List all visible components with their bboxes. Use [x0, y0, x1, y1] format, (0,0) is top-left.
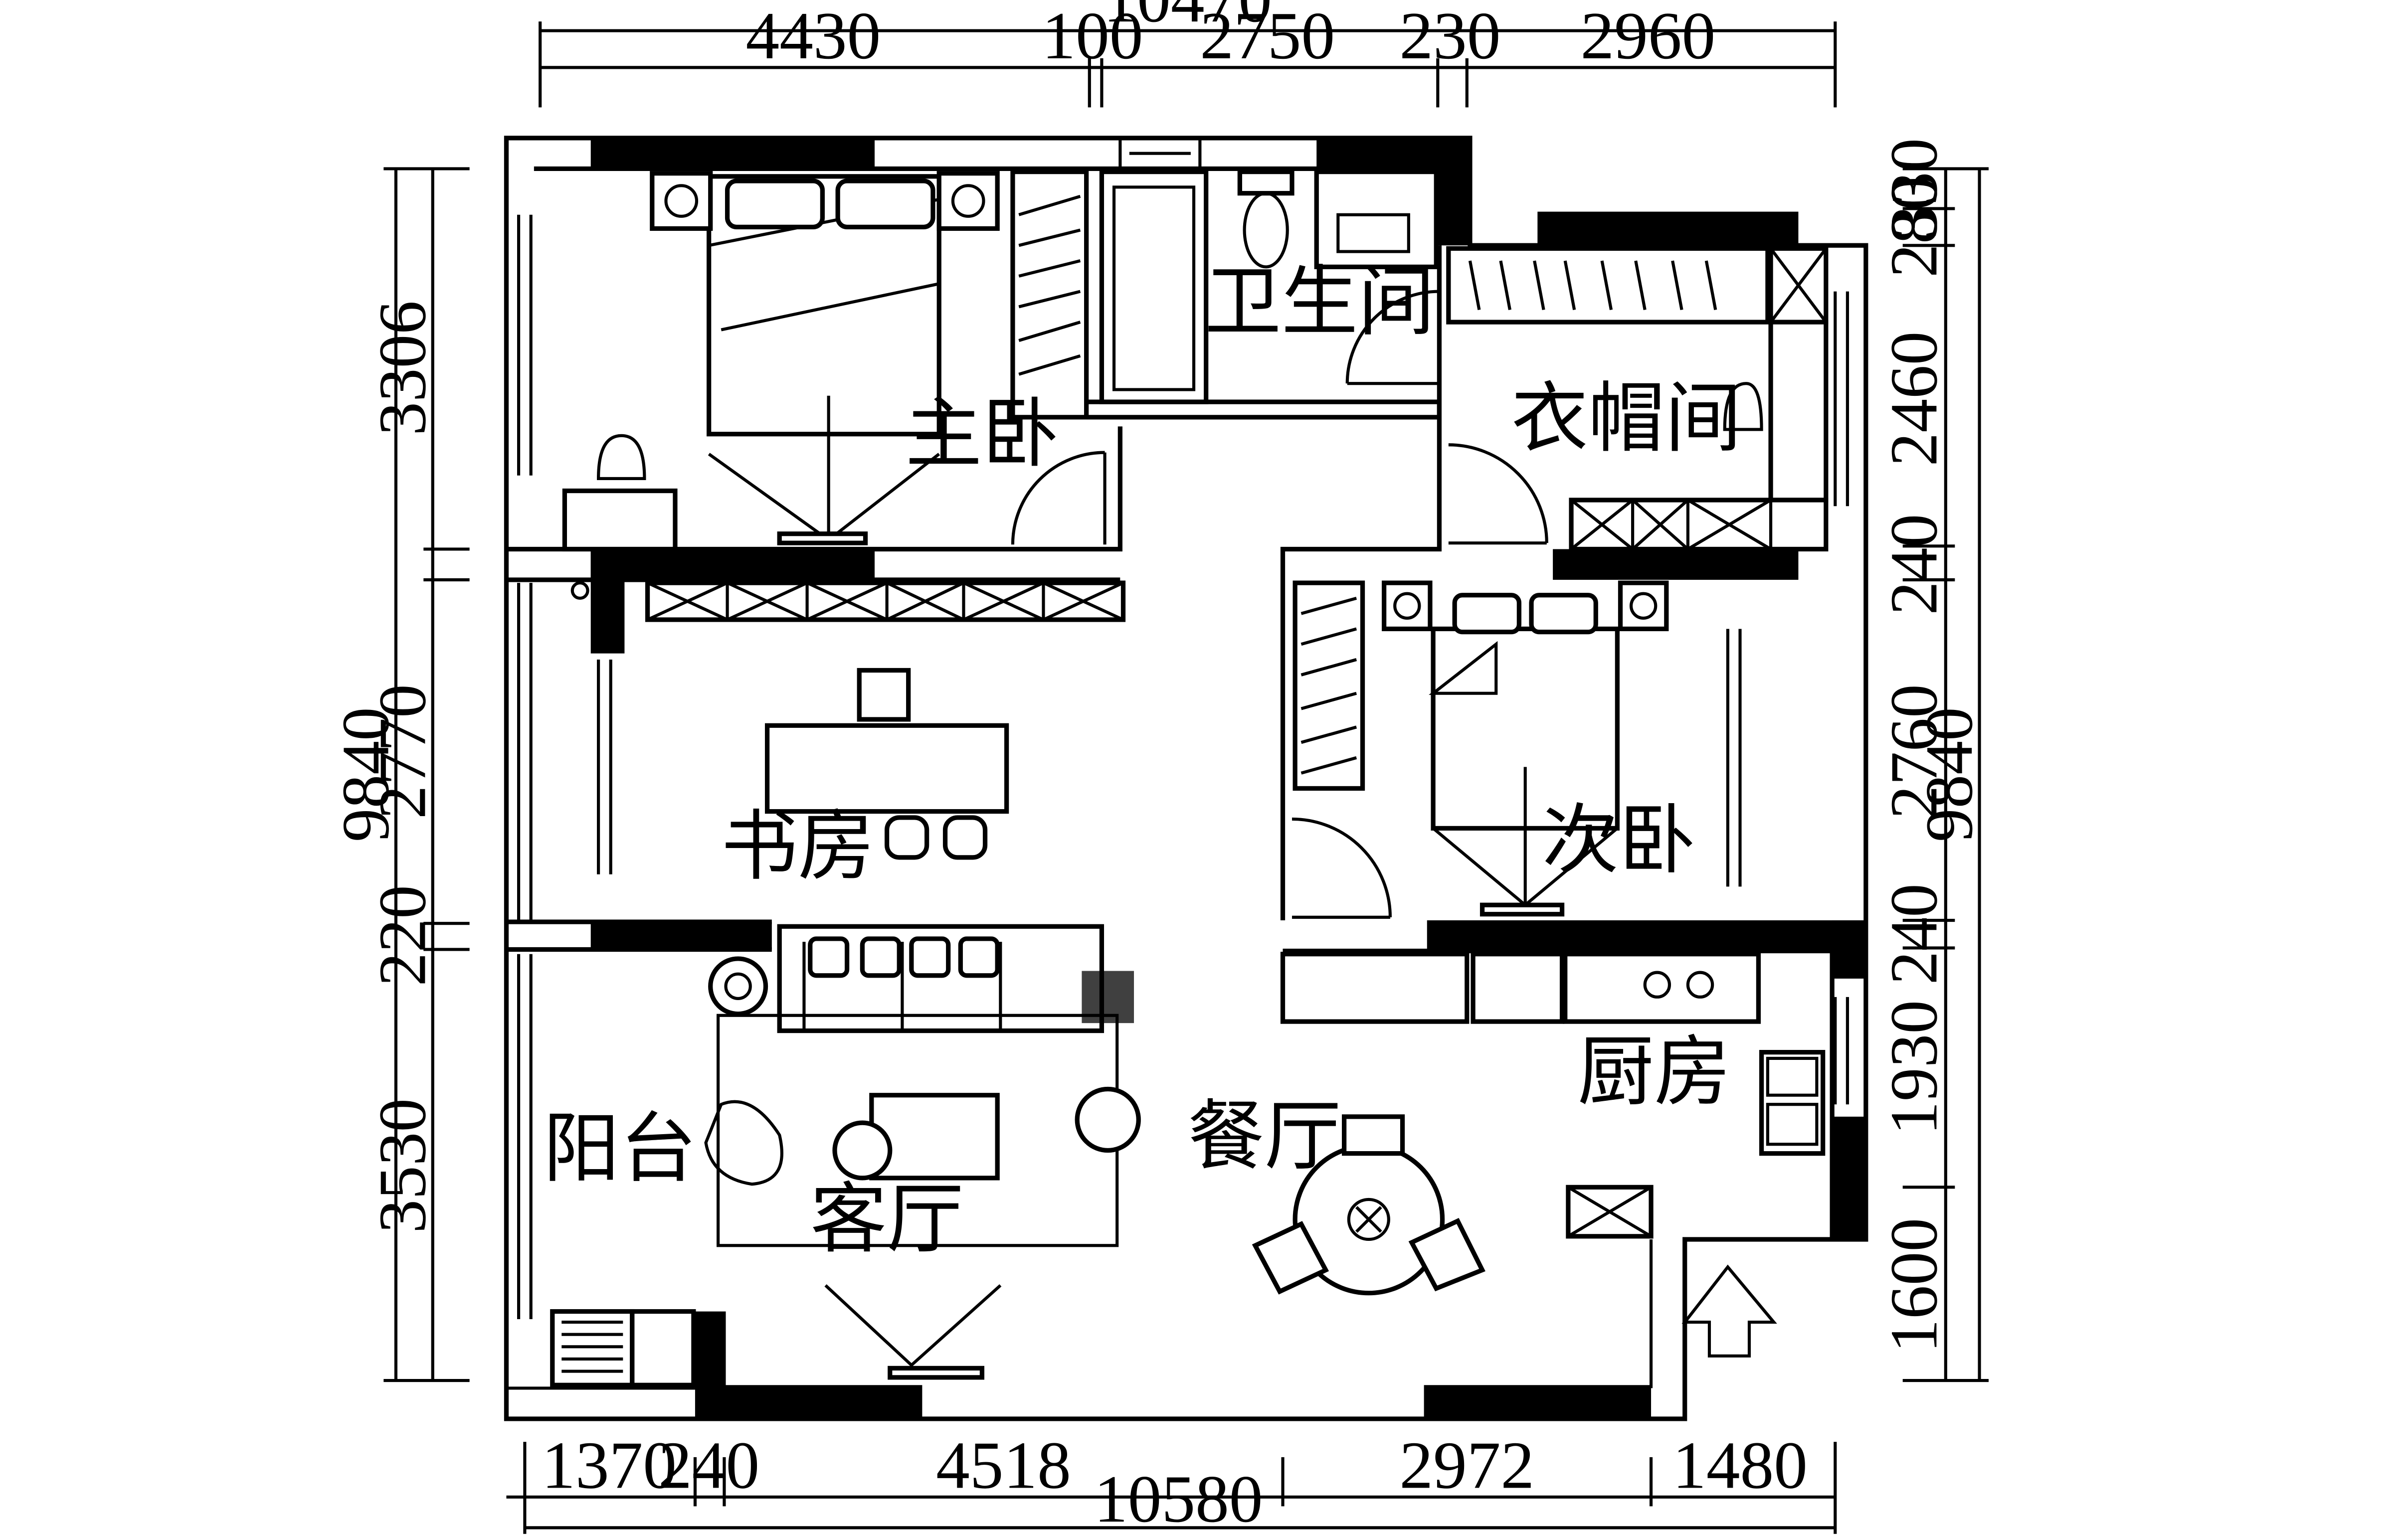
balcony-sink [630, 1309, 696, 1387]
kitchen-sink [1759, 1049, 1826, 1156]
second-bedroom-furniture [1292, 580, 1669, 919]
dim-right-6: 1930 [1876, 1000, 1951, 1135]
label-balcony: 阳台 [543, 1104, 697, 1194]
kitchen-counter-1 [1280, 952, 1470, 1024]
toilet-tank [1237, 169, 1295, 196]
dim-left-1: 2770 [365, 684, 440, 819]
dim-top-4: 2960 [1580, 0, 1715, 73]
label-dining-room: 餐厅 [1188, 1092, 1341, 1181]
master-nightstand-right [936, 171, 1000, 231]
fridge [1471, 952, 1565, 1024]
second-tv [1480, 902, 1565, 917]
bathroom-fixtures [1099, 169, 1440, 404]
living-room-furniture [704, 924, 1141, 1380]
dim-right-total: 9840 [1912, 707, 1987, 842]
second-pillow-left [1452, 593, 1522, 635]
second-nightstand-right [1618, 580, 1669, 632]
dim-bottom-3: 2972 [1399, 1428, 1534, 1503]
cushion-1 [808, 936, 850, 978]
master-pillow-left [725, 178, 825, 229]
label-kitchen: 厨房 [1577, 1027, 1731, 1117]
kitchen-fixtures [1280, 952, 1826, 1358]
dim-right-5: 240 [1876, 883, 1951, 985]
lounge-chair [704, 1100, 783, 1186]
dim-right-4: 2760 [1876, 684, 1951, 819]
study-chair-bottom-right [942, 815, 988, 860]
walls [504, 136, 1868, 1421]
dim-bottom-4: 1480 [1672, 1428, 1808, 1503]
label-living-room: 客厅 [810, 1175, 964, 1264]
dim-bottom-2: 4518 [936, 1428, 1071, 1503]
master-tv [777, 531, 868, 545]
study-chair-bottom-left [884, 815, 929, 860]
master-nightstand-left [650, 171, 713, 231]
label-cloakroom: 衣帽间 [1511, 374, 1742, 463]
burner-right [1686, 971, 1714, 999]
label-second-bedroom: 次卧 [1542, 796, 1696, 885]
room-labels: 主卧 卫生间 衣帽间 书房 次卧 客厅 阳台 餐厅 厨房 [543, 257, 1741, 1264]
dim-top-3: 230 [1399, 0, 1500, 73]
dining-furniture [1252, 1114, 1485, 1296]
study-chair-top [857, 668, 911, 722]
cushion-4 [958, 936, 1000, 978]
master-wardrobe [1010, 169, 1089, 420]
dim-bottom-1: 240 [658, 1428, 759, 1503]
cloakroom-furniture [1446, 246, 1829, 552]
cushion-3 [909, 936, 951, 978]
dim-left-2: 220 [365, 885, 440, 986]
living-tv [888, 1366, 985, 1380]
ottoman-right [1075, 1086, 1141, 1153]
study-furniture [570, 580, 1126, 860]
study-table [764, 723, 1009, 814]
second-wardrobe [1293, 580, 1365, 791]
dimension-lines: 10470 4430 100 2750 230 2960 1370 240 45… [329, 0, 1989, 1537]
dim-top-0: 4430 [746, 0, 881, 73]
coffee-table [869, 1093, 1000, 1181]
dim-left-3: 3530 [365, 1098, 440, 1233]
toilet [1243, 191, 1289, 269]
master-pillow-right [835, 178, 935, 229]
cushion-2 [860, 936, 902, 978]
dim-right-3: 240 [1876, 514, 1951, 615]
dim-right-0: 330 [1876, 138, 1951, 239]
dim-left-total: 9840 [329, 707, 403, 842]
dim-bottom-0: 1370 [542, 1428, 677, 1503]
dim-right-1: 280 [1876, 176, 1951, 278]
dining-chair-right [1408, 1217, 1485, 1292]
cloak-cabinet-side [1768, 320, 1829, 503]
ottoman-left [832, 1120, 893, 1181]
master-bedroom-furniture [562, 169, 1107, 552]
dim-left-0: 3306 [365, 301, 440, 436]
balcony-fixtures [550, 1309, 696, 1387]
label-master-bedroom: 主卧 [906, 389, 1059, 479]
dim-top-total: 10470 [1103, 0, 1272, 36]
dim-right-7: 1600 [1876, 1218, 1951, 1353]
burner-left [1643, 971, 1671, 999]
bathtub [1099, 169, 1209, 404]
floor-lamp [708, 956, 768, 1017]
second-nightstand-left [1381, 580, 1433, 632]
dim-bottom-total: 10580 [1094, 1462, 1263, 1537]
label-bathroom: 卫生间 [1205, 257, 1435, 346]
dim-top-1: 100 [1042, 0, 1143, 73]
master-desk [562, 488, 678, 552]
dining-chair-top [1341, 1114, 1405, 1156]
entrance-arrow [1681, 1264, 1777, 1358]
dim-top-2: 2750 [1200, 0, 1335, 73]
kitchen-counter-2 [1563, 952, 1761, 1024]
cloak-drawers [1569, 498, 1829, 552]
second-pillow-right [1529, 593, 1598, 635]
dim-right-2: 2460 [1876, 332, 1951, 467]
label-study: 书房 [721, 802, 875, 891]
dining-chair-left [1252, 1221, 1329, 1295]
